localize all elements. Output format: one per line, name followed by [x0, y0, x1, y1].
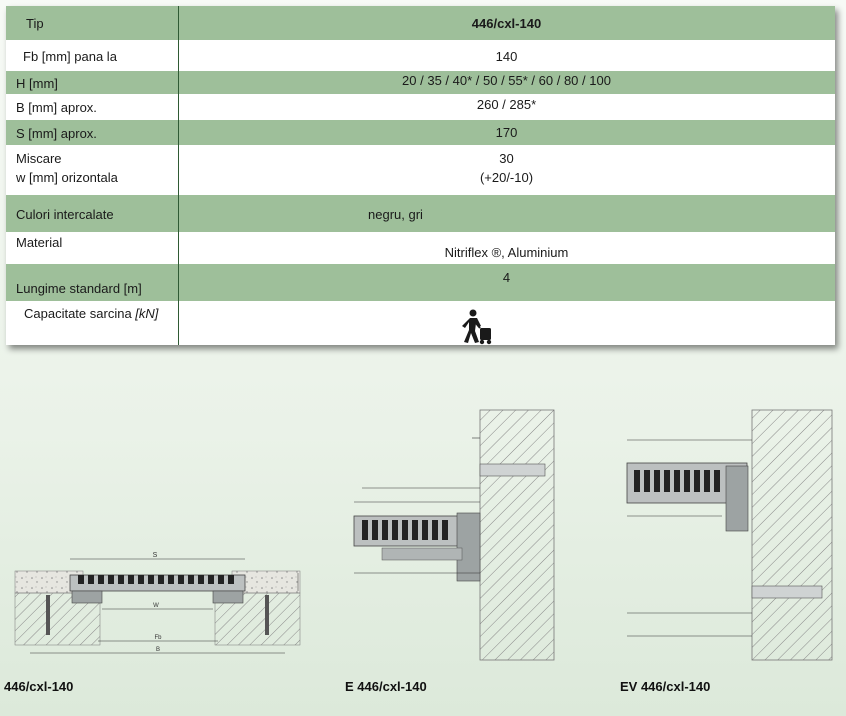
drawing-floor-joint: S W Fb B — [14, 552, 301, 654]
row-label: H [mm] — [16, 76, 58, 91]
row-label: Miscare — [16, 151, 62, 166]
row-label: B [mm] aprox. — [16, 100, 97, 115]
row-label-unit: [kN] — [135, 306, 159, 321]
table-row-miscare: Miscare w [mm] orizontala 30 (+20/-10) — [6, 145, 835, 195]
table-row-culori: Culori intercalate negru, gri — [6, 195, 835, 232]
row-label: Fb [mm] pana la — [23, 49, 117, 64]
row-label: Lungime standard [m] — [16, 281, 142, 296]
row-value: 20 / 35 / 40* / 50 / 55* / 60 / 80 / 100 — [402, 73, 611, 88]
table-row-fb: Fb [mm] pana la 140 — [6, 40, 835, 71]
person-with-trolley-icon — [461, 309, 495, 348]
row-value-2: (+20/-10) — [479, 170, 534, 185]
dim-label-w: W — [153, 603, 159, 609]
table-row-capacitate: Capacitate sarcina [kN] — [6, 301, 835, 345]
table-row-s: S [mm] aprox. 170 — [6, 120, 835, 145]
drawing-wall-joint-ev — [626, 409, 833, 661]
caption-446-cxl-140: 446/cxl-140 — [4, 679, 74, 694]
row-value: 4 — [502, 270, 511, 285]
drawing-wall-joint-e — [353, 409, 555, 661]
table-row-tip: Tip 446/cxl-140 — [6, 6, 835, 40]
row-label: Culori intercalate — [16, 207, 114, 222]
row-label: Tip — [26, 16, 44, 31]
row-value: 30 — [499, 151, 514, 166]
dim-label-b: B — [156, 647, 160, 653]
row-value: 140 — [495, 49, 518, 64]
table-row-material: Material Nitriflex ®, Aluminium — [6, 232, 835, 264]
row-label: S [mm] aprox. — [16, 126, 97, 141]
row-value: 170 — [495, 125, 518, 140]
caption-e-446-cxl-140: E 446/cxl-140 — [345, 679, 427, 694]
row-label: Material — [16, 235, 63, 250]
row-label-2: w [mm] orizontala — [16, 170, 118, 185]
dim-label-s: S — [153, 552, 158, 559]
column-divider — [178, 6, 179, 345]
row-value: Nitriflex ®, Aluminium — [444, 245, 569, 260]
table-row-h: H [mm] 20 / 35 / 40* / 50 / 55* / 60 / 8… — [6, 71, 835, 94]
table-row-lungime: Lungime standard [m] 4 — [6, 264, 835, 301]
dim-label-fb: Fb — [154, 635, 162, 641]
caption-ev-446-cxl-140: EV 446/cxl-140 — [620, 679, 711, 694]
row-value: negru, gri — [368, 207, 423, 222]
row-value: 260 / 285* — [476, 97, 537, 112]
row-label: Capacitate sarcina [kN] — [24, 306, 159, 321]
table-row-b: B [mm] aprox. 260 / 285* — [6, 94, 835, 120]
row-value: 446/cxl-140 — [471, 16, 542, 31]
spec-table: Tip 446/cxl-140 Fb [mm] pana la 140 H [m… — [6, 6, 835, 345]
